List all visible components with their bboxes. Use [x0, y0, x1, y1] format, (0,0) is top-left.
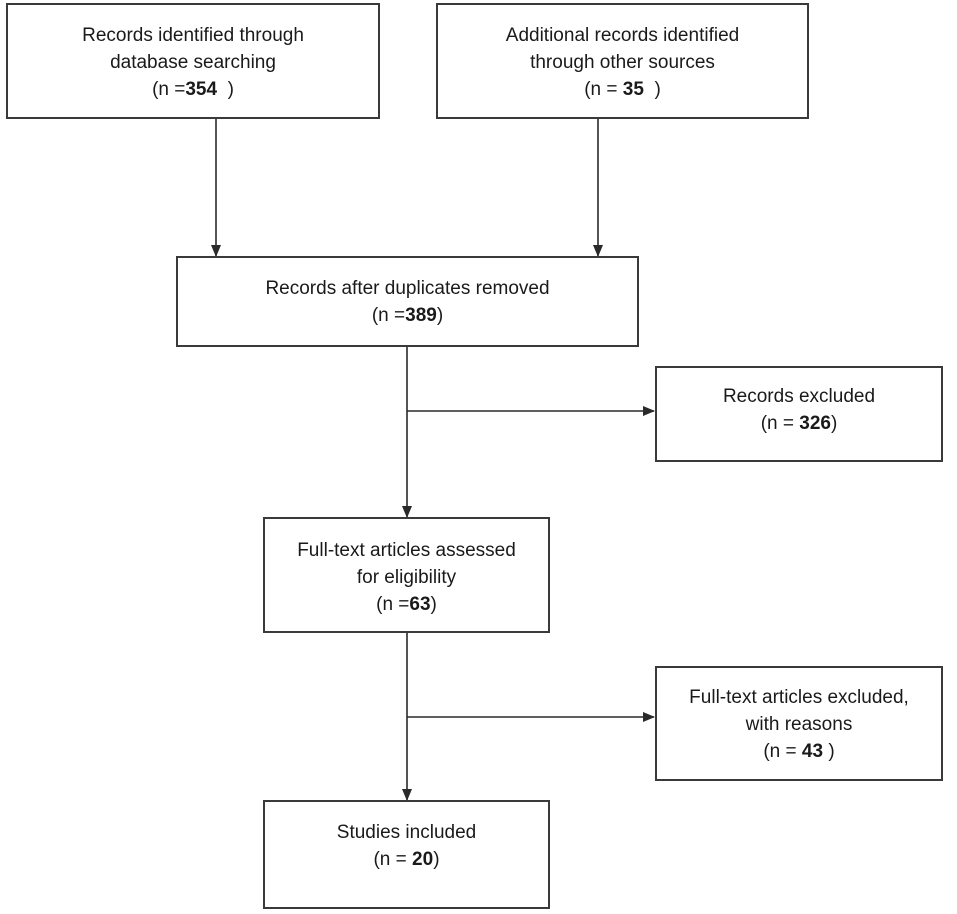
box-text-line: Full-text articles assessed [297, 540, 516, 561]
record-count: (n = 35 ) [584, 79, 661, 100]
box-other-sources: Additional records identified through ot… [436, 3, 809, 119]
record-count: (n =63) [376, 594, 437, 615]
record-count: (n =389) [371, 305, 444, 326]
box-text-line: Records identified through [82, 25, 304, 46]
box-text-line: Additional records identified [505, 25, 740, 46]
record-count: (n = 20) [373, 849, 440, 870]
record-count: (n = 43 ) [763, 741, 835, 762]
box-studies-included: Studies included (n = 20) [263, 800, 550, 909]
box-text-line: through other sources [530, 52, 715, 73]
box-text-line: Studies included [336, 822, 477, 843]
box-database-search: Records identified through database sear… [6, 3, 380, 119]
box-records-excluded: Records excluded (n = 326) [655, 366, 943, 462]
record-count: (n =354 ) [152, 79, 234, 100]
box-text-line: Full-text articles excluded, [689, 687, 909, 708]
record-count: (n = 326) [760, 413, 838, 434]
box-text-line: database searching [110, 52, 276, 73]
box-full-text-excluded: Full-text articles excluded, with reason… [655, 666, 943, 781]
box-after-duplicates: Records after duplicates removed (n =389… [176, 256, 639, 347]
box-text-line: with reasons [745, 714, 853, 735]
box-text-line: Records after duplicates removed [265, 278, 550, 299]
box-text-line: Records excluded [722, 386, 876, 407]
box-text-line: for eligibility [356, 567, 457, 588]
box-full-text-assessed: Full-text articles assessed for eligibil… [263, 517, 550, 633]
